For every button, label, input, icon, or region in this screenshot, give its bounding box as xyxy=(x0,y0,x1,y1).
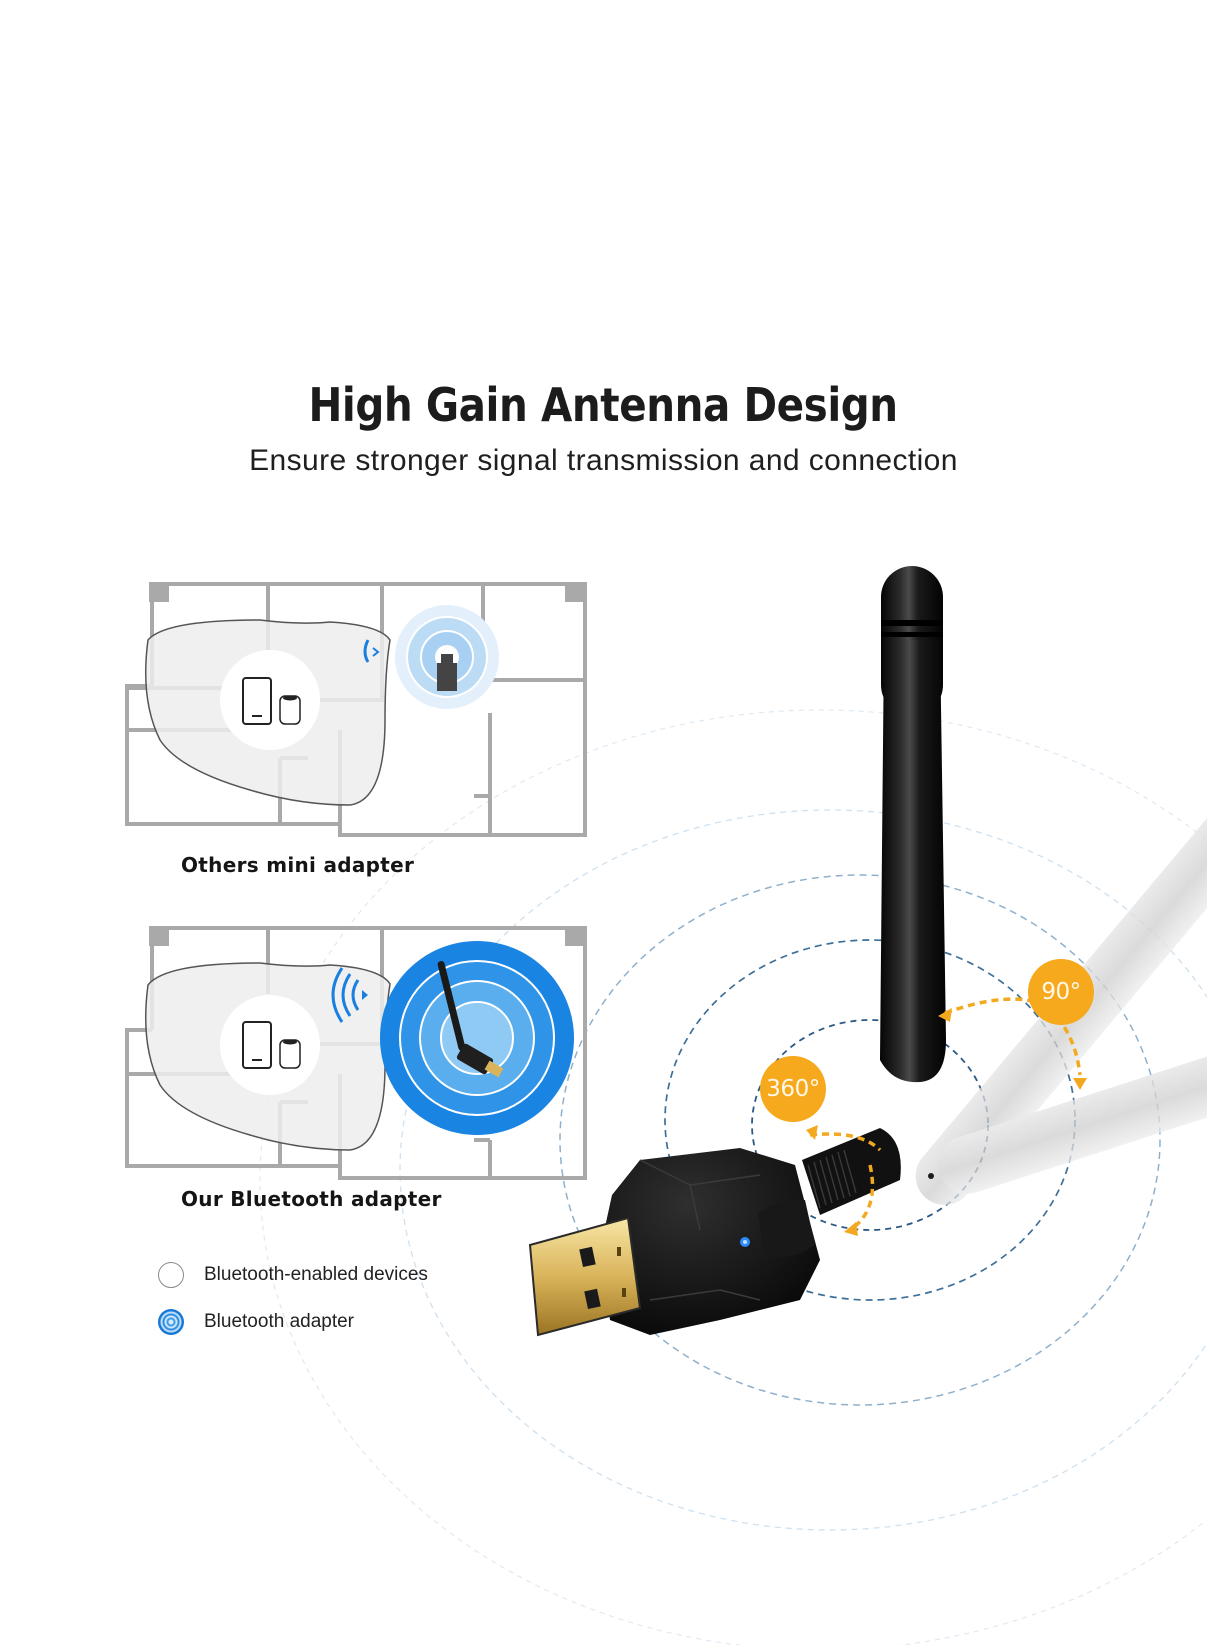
legend-label: Bluetooth-enabled devices xyxy=(204,1263,428,1285)
page-subtitle: Ensure stronger signal transmission and … xyxy=(249,444,958,477)
floorplan-panel-weak xyxy=(125,582,587,837)
usb-adapter-body xyxy=(600,1148,820,1335)
tilt-90-badge: 90° xyxy=(1028,959,1094,1025)
concentric-blue-circle-icon xyxy=(158,1308,184,1335)
arrowheads xyxy=(806,1008,1087,1236)
rotation-360-badge: 360° xyxy=(760,1056,826,1122)
usb-plug xyxy=(528,1216,642,1337)
floorplan-panel-strong xyxy=(125,926,587,1180)
empty-circle-icon xyxy=(158,1261,184,1288)
legend-item-adapter: Bluetooth adapter xyxy=(158,1298,428,1345)
antenna xyxy=(880,566,946,1179)
legend-item-devices: Bluetooth-enabled devices xyxy=(158,1251,428,1298)
panel-label-others: Others mini adapter xyxy=(181,853,415,877)
page-title: High Gain Antenna Design xyxy=(308,378,898,432)
panel-label-ours: Our Bluetooth adapter xyxy=(181,1187,442,1211)
ghost-antenna-positions xyxy=(915,762,1207,1205)
legend: Bluetooth-enabled devices Bluetooth adap… xyxy=(158,1251,428,1345)
antenna-joint xyxy=(802,1128,901,1215)
legend-label: Bluetooth adapter xyxy=(204,1310,355,1332)
